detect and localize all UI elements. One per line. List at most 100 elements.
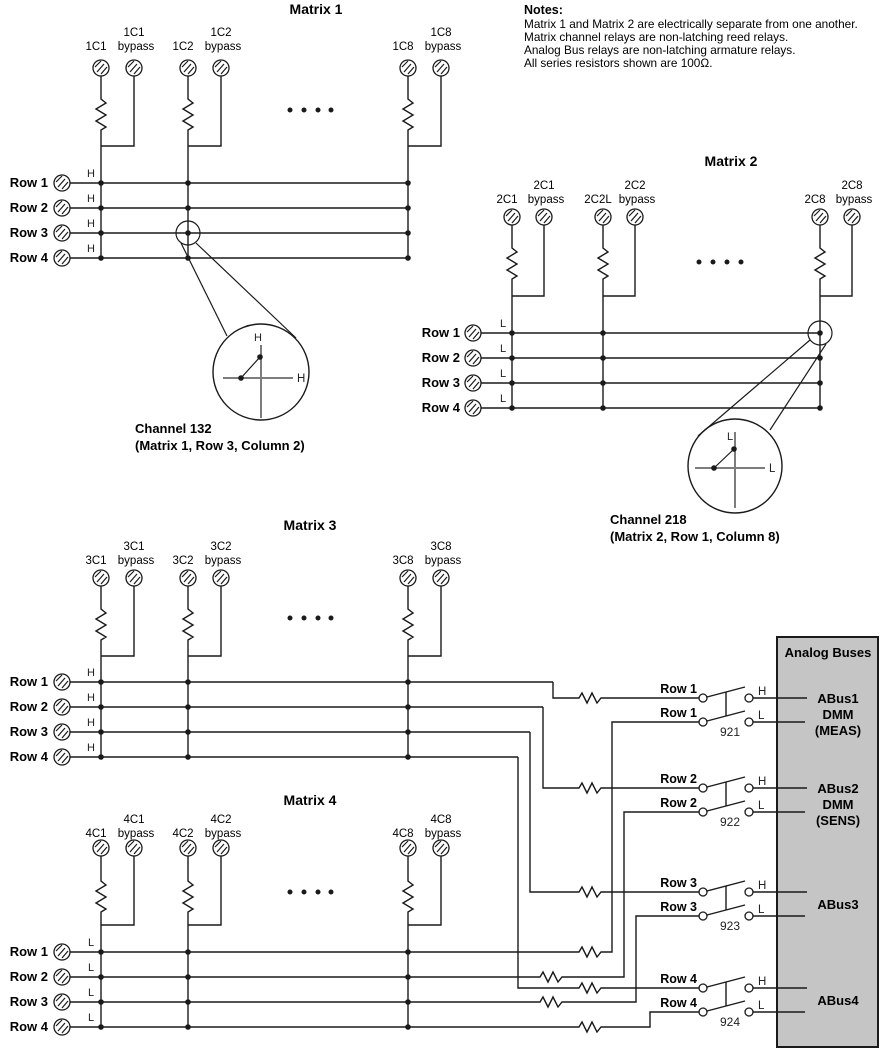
callout-source-circle [807,320,833,346]
row-label: Row 2 [10,699,48,714]
wire-label: L [500,318,506,330]
bypass-label: bypass [205,828,242,840]
analog-buses-box [776,636,879,1048]
callout-subtitle: (Matrix 2, Row 1, Column 8) [610,529,780,544]
wire-label: H [297,373,305,385]
row-label: Row 4 [422,400,461,415]
bus-label: DMM [822,707,853,722]
matrix1-wiring [70,76,442,259]
row-label: Row 2 [10,969,48,984]
col-label: 4C1 [85,828,106,840]
bypass-label: 1C1 [123,27,144,39]
col-label: 1C8 [392,41,413,53]
matrix1-title: Matrix 1 [290,1,343,17]
matrix1-column-labels: 1C1 1C1 bypass 1C2 1C2 bypass 1C8 1C8 by… [85,27,461,53]
wire-label: L [500,343,506,355]
bypass-label: 2C8 [841,180,862,192]
bypass-label: bypass [118,555,155,567]
analog-buses-title: Analog Buses [785,645,872,660]
bypass-label: 3C2 [210,541,231,553]
bypass-label: bypass [118,41,155,53]
wire-label: H [758,976,766,988]
wire-label: L [88,962,94,974]
bypass-label: 3C8 [430,541,451,553]
wire-label: L [727,431,733,443]
relay-921: Row 1 Row 1 H L 921 ABus1 DMM (MEAS) [660,682,861,739]
matrix2-terminals [503,208,861,226]
row-label: Row 4 [10,250,49,265]
wire-label: H [758,776,766,788]
col-label: 3C1 [85,555,106,567]
matrix3-wiring [70,586,699,994]
relay-row-label: Row 1 [660,706,697,720]
bypass-label: 1C2 [210,27,231,39]
matrix3-diagram: Matrix 3 3C1 3C1 bypass 3C2 3C2 bypass 3… [10,517,699,994]
analog-buses-panel: Analog Buses Row 1 Row 1 H L 921 ABus1 D… [660,636,879,1048]
wire-label: H [87,692,95,704]
bus-label: (MEAS) [815,723,861,738]
matrix4-wiring [70,721,699,1033]
wire-label: L [88,987,94,999]
notes-block: Notes: Matrix 1 and Matrix 2 are electri… [524,3,858,70]
matrix4-title: Matrix 4 [284,792,337,808]
wire-label: H [87,717,95,729]
wire-label: H [87,168,95,180]
matrix4-terminals [92,839,450,857]
relay-row-label: Row 1 [660,682,697,696]
col-label: 4C2 [172,828,193,840]
bus-label: ABus4 [817,993,859,1008]
bus-label: (SENS) [816,813,860,828]
relay-922: Row 2 Row 2 H L 922 ABus2 DMM (SENS) [660,772,860,829]
bypass-label: bypass [425,828,462,840]
matrix4-rows: Row 1 Row 2 Row 3 Row 4 L L L L [10,937,94,1036]
ellipsis-dots [287,889,334,895]
bypass-label: bypass [205,41,242,53]
relay-923: Row 3 Row 3 H L 923 ABus3 [660,876,858,933]
col-label: 2C1 [496,194,517,206]
ellipsis-dots [287,107,334,113]
relay-id: 924 [720,1015,740,1029]
col-label: 2C2L [584,194,612,206]
row-label: Row 2 [10,200,48,215]
bypass-label: bypass [425,555,462,567]
bypass-label: bypass [205,555,242,567]
relay-row-label: Row 4 [660,996,697,1010]
callout-source-circle [175,220,201,246]
bus-label: ABus3 [817,897,858,912]
relay-id: 922 [720,815,740,829]
bypass-label: 2C1 [533,180,554,192]
wire-label: L [769,463,776,475]
note-line: Matrix 1 and Matrix 2 are electrically s… [524,17,858,31]
note-line: Matrix channel relays are non-latching r… [524,30,788,44]
callout-channel-132: H H Channel 132 (Matrix 1, Row 3, Column… [135,220,310,453]
callout-title: Channel 218 [610,512,687,527]
junction-dots [98,180,411,261]
relay-row-label: Row 2 [660,772,697,786]
matrix1-diagram: Matrix 1 1C1 1C1 bypass 1C2 1C2 bypass 1… [10,1,461,267]
bus-label: ABus1 [817,691,858,706]
ellipsis-dots [287,615,334,621]
bypass-label: 3C1 [123,541,144,553]
row-label: Row 1 [10,674,48,689]
junction-dots [509,330,823,411]
row-label: Row 4 [10,749,49,764]
col-label: 1C1 [85,41,106,53]
relay-row-label: Row 2 [660,796,697,810]
row-label: Row 3 [10,724,48,739]
row-label: Row 3 [422,375,460,390]
matrix2-wiring [481,225,853,409]
bypass-label: 4C8 [430,814,451,826]
bypass-label: 1C8 [430,27,451,39]
bypass-label: bypass [619,194,656,206]
ellipsis-dots [696,259,744,265]
row-label: Row 3 [10,225,48,240]
wire-label: L [758,710,765,722]
wire-label: H [758,686,766,698]
row-label: Row 2 [422,350,460,365]
wire-label: L [88,1012,94,1024]
bypass-label: 2C2 [624,180,645,192]
col-label: 3C8 [392,555,413,567]
matrix4-column-labels: 4C1 4C1 bypass 4C2 4C2 bypass 4C8 4C8 by… [85,814,461,840]
